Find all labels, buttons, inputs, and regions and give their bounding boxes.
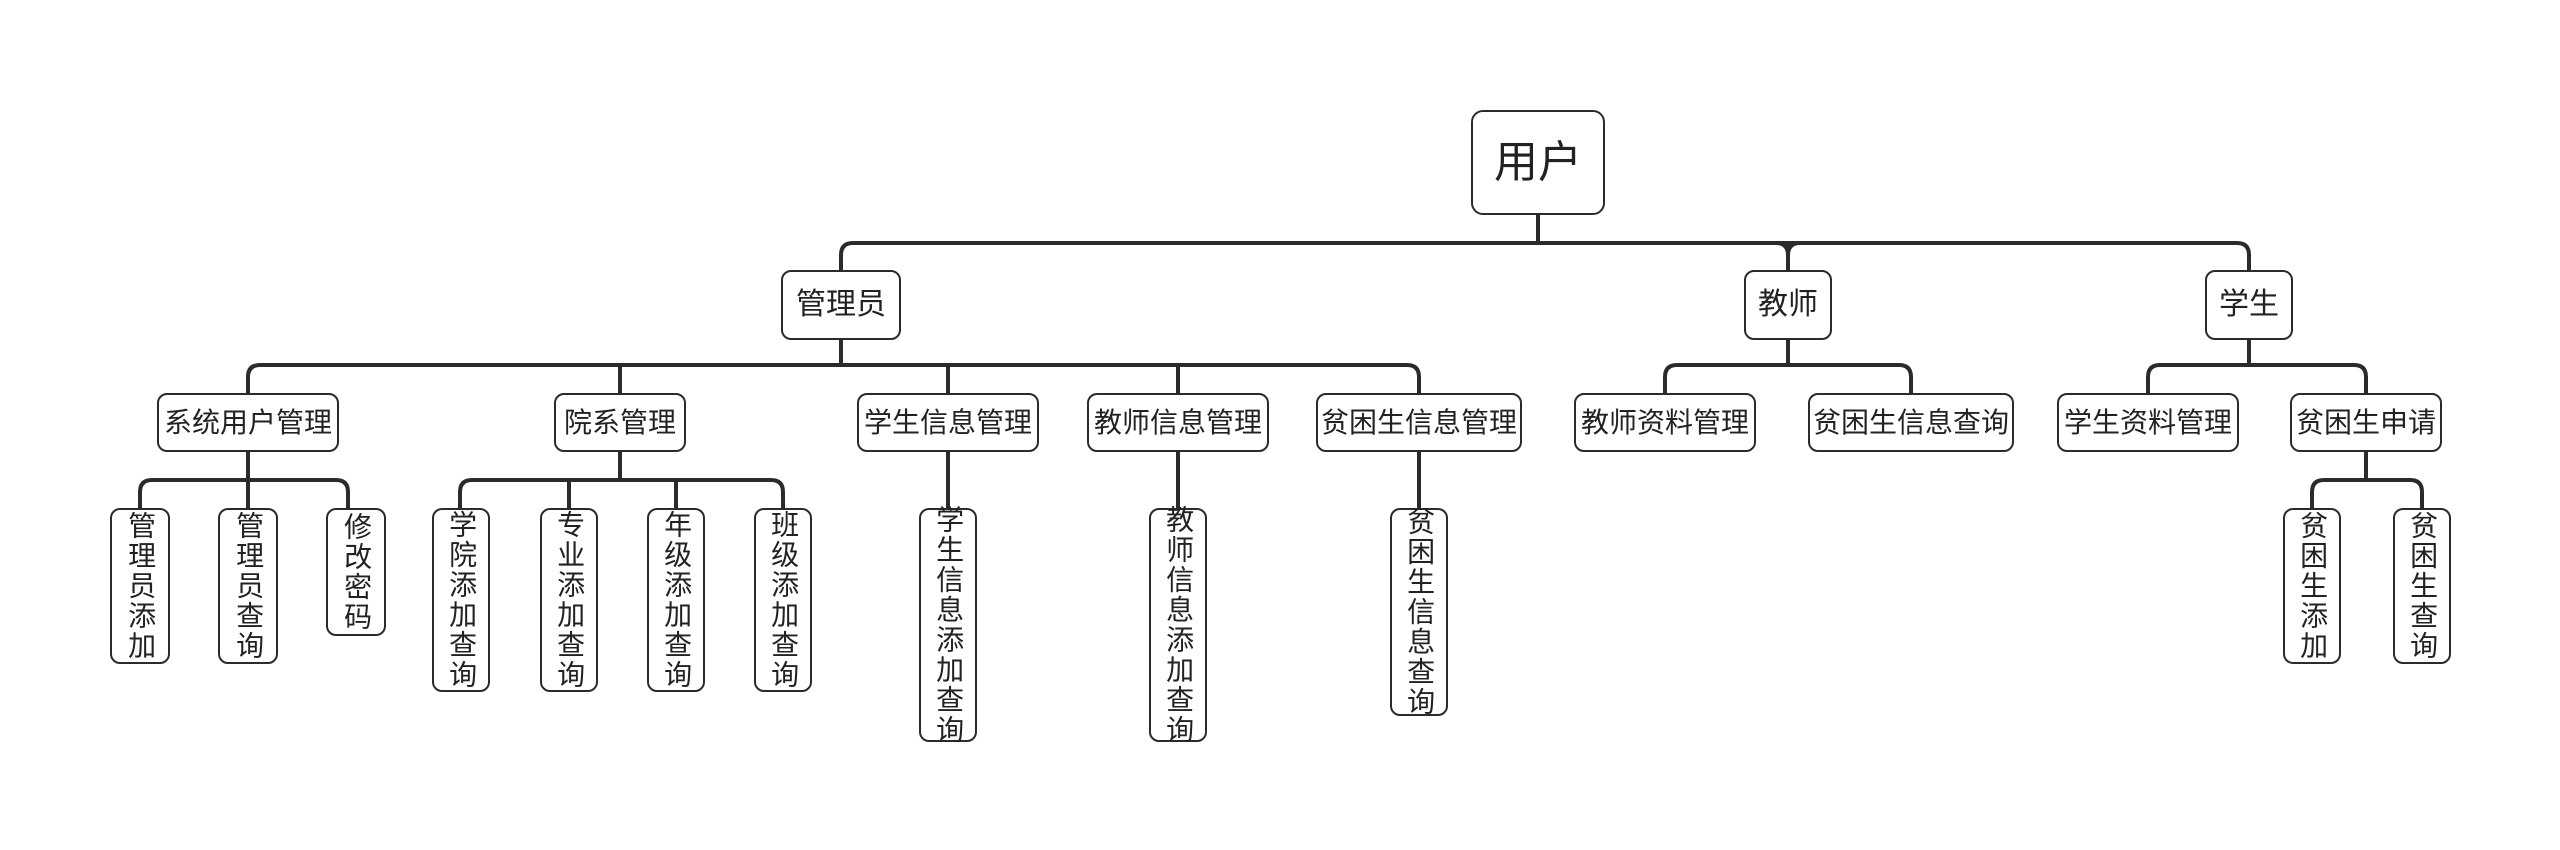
module-node-poor-apply: 贫困生申请 bbox=[2290, 393, 2442, 452]
module-node-teacher-poor-query: 贫困生信息查询 bbox=[1808, 393, 2014, 452]
module-node-teacher-profile: 教师资料管理 bbox=[1574, 393, 1756, 452]
role-node-admin: 管理员 bbox=[781, 270, 901, 340]
module-node-teacher-info: 教师信息管理 bbox=[1087, 393, 1269, 452]
leaf-node-poor-info-query: 贫困生信息查询 bbox=[1390, 507, 1448, 717]
role-node-teacher: 教师 bbox=[1744, 270, 1832, 340]
leaf-node-admin-add: 管理员添加 bbox=[110, 508, 170, 664]
module-node-student-info: 学生信息管理 bbox=[857, 393, 1039, 452]
leaf-node-major-add-query: 专业添加查询 bbox=[540, 508, 598, 692]
leaf-node-grade-add-query: 年级添加查询 bbox=[647, 508, 705, 692]
root-node-user: 用户 bbox=[1471, 110, 1605, 215]
module-node-poor-info: 贫困生信息管理 bbox=[1316, 393, 1522, 452]
role-node-student: 学生 bbox=[2205, 270, 2293, 340]
leaf-node-poor-add: 贫困生添加 bbox=[2283, 508, 2341, 664]
module-node-college: 院系管理 bbox=[554, 393, 686, 452]
leaf-node-college-add-query: 学院添加查询 bbox=[432, 508, 490, 692]
leaf-node-admin-query: 管理员查询 bbox=[218, 508, 278, 664]
leaf-node-change-password: 修改密码 bbox=[326, 508, 386, 636]
leaf-node-poor-query: 贫困生查询 bbox=[2393, 508, 2451, 664]
leaf-node-class-add-query: 班级添加查询 bbox=[754, 508, 812, 692]
leaf-node-teacher-info-add-query: 教师信息添加查询 bbox=[1149, 505, 1207, 745]
module-node-student-profile: 学生资料管理 bbox=[2057, 393, 2239, 452]
leaf-node-student-info-add-query: 学生信息添加查询 bbox=[919, 505, 977, 745]
module-node-sys-user: 系统用户管理 bbox=[157, 393, 339, 452]
